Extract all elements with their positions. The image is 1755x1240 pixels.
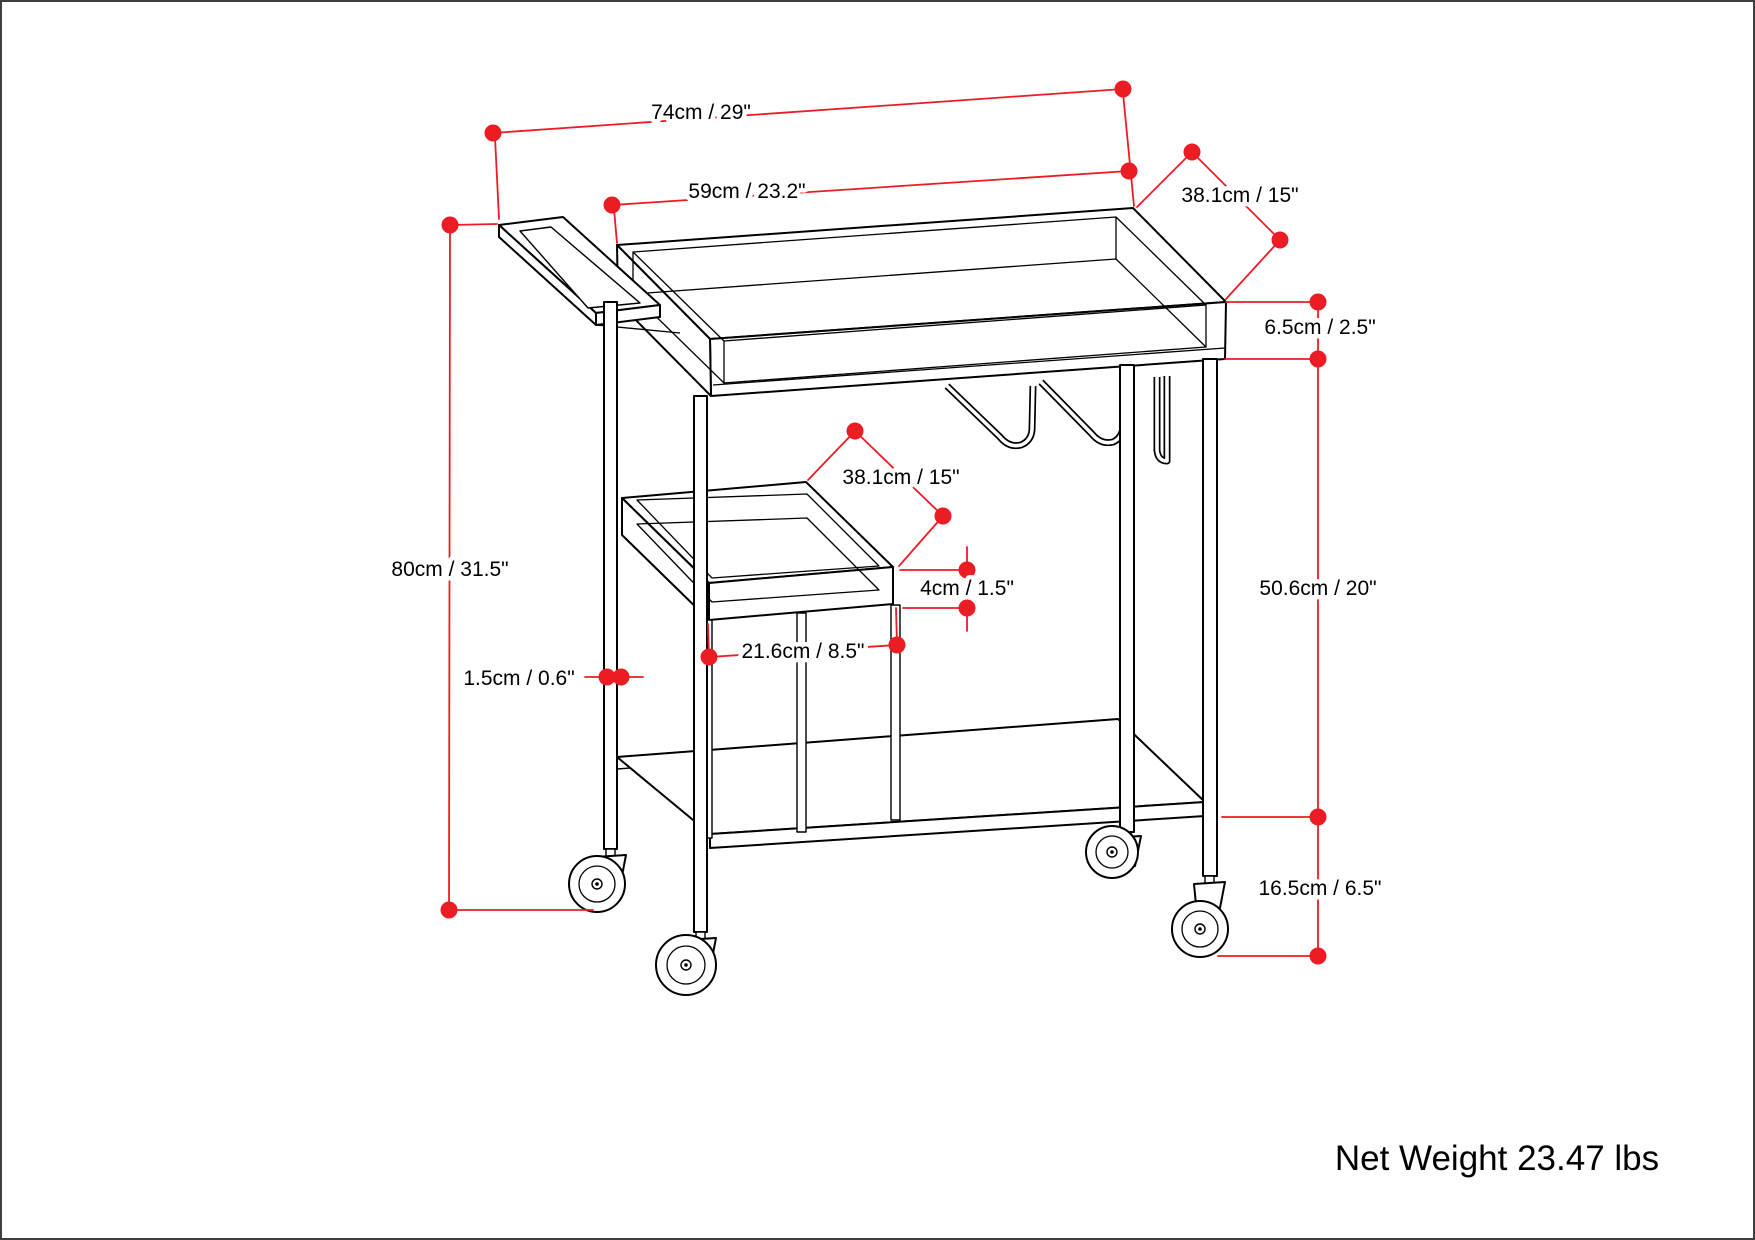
label-tray-to-shelf-height: 50.6cm / 20" [1259, 577, 1376, 600]
dimension-annotations [440, 80, 1327, 965]
top-tray [616, 207, 1227, 397]
caster-front-left [655, 931, 717, 996]
middle-tray [621, 481, 894, 621]
label-middle-tray-rim-height: 4cm / 1.5" [920, 577, 1014, 600]
caster-back-left [568, 848, 627, 913]
dim-middle-tray-depth [807, 422, 952, 567]
label-top-tray-rim-height: 6.5cm / 2.5" [1264, 316, 1375, 339]
net-weight-label: Net Weight 23.47 lbs [1335, 1139, 1659, 1178]
dim-overall-width [484, 80, 1135, 220]
label-support-spacing: 21.6cm / 8.5" [741, 640, 864, 663]
dim-shelf-to-floor-height [1217, 808, 1327, 965]
dim-support-spacing [700, 607, 906, 666]
label-tube-thickness: 1.5cm / 0.6" [463, 667, 574, 690]
label-top-tray-width: 59cm / 23.2" [688, 180, 805, 203]
dim-middle-tray-rim-height [899, 546, 976, 632]
label-shelf-to-floor-height: 16.5cm / 6.5" [1258, 877, 1381, 900]
cart-drawing [498, 207, 1229, 996]
legs [603, 301, 1218, 933]
dimension-labels: 74cm / 29" 59cm / 23.2" 38.1cm / 15" 6.5… [387, 97, 1659, 1179]
dim-overall-height [440, 216, 594, 919]
label-overall-width: 74cm / 29" [651, 101, 751, 124]
dim-tube-thickness [584, 668, 644, 686]
back-right-leg [1119, 364, 1135, 833]
casters [568, 825, 1229, 996]
dim-top-tray-width [603, 162, 1138, 244]
caster-back-right [1085, 825, 1142, 879]
label-top-tray-depth: 38.1cm / 15" [1181, 184, 1298, 207]
dim-top-tray-depth [1136, 143, 1289, 300]
wine-glass-rack [944, 376, 1171, 465]
bottom-shelf [616, 718, 1206, 849]
label-overall-height: 80cm / 31.5" [391, 558, 508, 581]
label-middle-tray-depth: 38.1cm / 15" [842, 466, 959, 489]
caster-front-right [1171, 875, 1229, 958]
front-right-leg [1202, 358, 1218, 877]
back-left-leg [603, 301, 618, 850]
